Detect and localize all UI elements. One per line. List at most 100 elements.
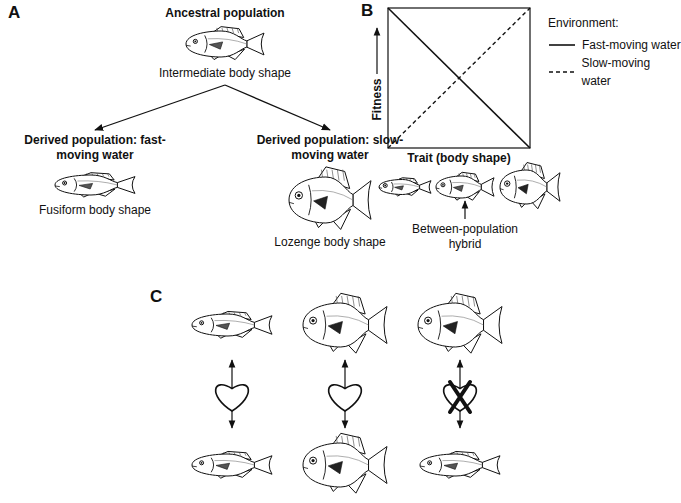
lozenge-fish — [303, 293, 387, 353]
eye — [200, 321, 204, 325]
pectoral-fin — [314, 196, 328, 209]
pupil — [442, 184, 444, 186]
lozenge-fish — [289, 167, 371, 230]
eye — [63, 181, 67, 185]
hybrid-label: Between-population hybrid — [400, 222, 530, 252]
pupil — [311, 319, 314, 322]
pupil — [64, 182, 66, 184]
mouth — [420, 466, 425, 468]
gill-line — [439, 458, 441, 473]
lozenge-fish — [303, 433, 387, 493]
mouth — [436, 188, 439, 190]
pupil — [426, 319, 429, 322]
fin-ray — [239, 452, 241, 456]
eye — [310, 457, 317, 464]
eye — [504, 181, 509, 186]
fin-ray — [539, 165, 540, 173]
pupil — [201, 462, 203, 464]
gill-line — [514, 176, 516, 198]
gill-line — [211, 318, 213, 333]
tail-fin — [117, 177, 135, 194]
fish-body — [500, 170, 547, 204]
gill-line — [450, 180, 452, 195]
fish-body — [418, 303, 484, 347]
heart — [216, 385, 249, 411]
legend-sample — [548, 67, 575, 77]
lozenge-fish — [418, 293, 502, 353]
pupil — [194, 40, 196, 42]
lateral-line — [208, 39, 247, 44]
gill-line — [438, 310, 441, 339]
tail-fin — [547, 173, 560, 202]
tail-fin — [369, 447, 387, 484]
lateral-line — [214, 320, 254, 325]
mouth — [500, 189, 504, 190]
tail-fin — [484, 307, 502, 344]
pupil — [506, 182, 508, 184]
eye — [441, 183, 445, 187]
shape-caption: Intermediate body shape — [145, 66, 305, 81]
gill-line — [74, 178, 76, 191]
pectoral-fin — [518, 184, 528, 194]
fin-ray — [337, 170, 339, 181]
legend-row: Slow-moving water — [548, 54, 681, 90]
tail-fin — [254, 456, 272, 474]
population-group: Derived population: slow-moving waterLoz… — [250, 133, 410, 250]
mouth — [303, 327, 308, 328]
mid-fish — [436, 172, 494, 200]
fusiform-fish — [55, 173, 135, 197]
legend: Fast-moving waterSlow-moving water — [548, 36, 681, 90]
descent-arrow — [95, 85, 225, 130]
descent-arrow — [225, 85, 330, 130]
gill-line — [323, 310, 326, 339]
mouth — [55, 186, 60, 188]
mouth — [303, 467, 308, 468]
fin-ray — [474, 173, 475, 177]
fusiform-fish — [379, 178, 431, 196]
fusiform-fish — [192, 311, 272, 338]
tail-fin — [420, 181, 431, 194]
lozenge-fish — [500, 163, 560, 209]
shape-caption: Lozenge body shape — [250, 235, 410, 250]
fish-body — [436, 176, 481, 198]
gill-line — [309, 185, 311, 215]
fish-body — [420, 454, 482, 476]
tail-fin — [254, 316, 272, 334]
fish-body — [192, 314, 254, 336]
axis-label: Trait (body shape) — [388, 151, 530, 166]
fin-ray — [102, 173, 104, 176]
fin-ray — [467, 452, 469, 456]
fin-ray — [468, 296, 470, 307]
mouth — [192, 466, 197, 468]
fin-ray — [473, 296, 475, 307]
fin-ray — [107, 173, 109, 176]
lateral-line — [442, 316, 484, 325]
legend-line — [549, 71, 575, 72]
fin-ray — [244, 452, 246, 456]
eye — [428, 461, 432, 465]
fast-water-line — [388, 8, 530, 148]
gill-line — [211, 458, 213, 473]
fin-ray — [244, 312, 246, 316]
population-group: Ancestral populationIntermediate body sh… — [145, 6, 305, 81]
pupil — [384, 185, 386, 187]
population-heading: Ancestral population — [145, 6, 305, 21]
pointer-arrow — [464, 201, 465, 219]
plot-frame — [388, 8, 530, 148]
tail-fin — [482, 456, 500, 474]
eye — [383, 184, 387, 188]
pectoral-fin — [216, 323, 230, 329]
lateral-line — [312, 190, 353, 200]
gill-line — [391, 182, 393, 192]
fin-ray — [358, 296, 360, 307]
fish-body — [192, 454, 254, 476]
fin-ray — [343, 170, 345, 181]
fin-ray — [535, 165, 536, 173]
lateral-line — [327, 456, 369, 465]
population-group: Derived population: fast-moving waterFus… — [15, 133, 175, 218]
mouth — [418, 327, 423, 328]
legend-title: Environment: — [548, 16, 619, 31]
fin-ray — [239, 312, 241, 316]
